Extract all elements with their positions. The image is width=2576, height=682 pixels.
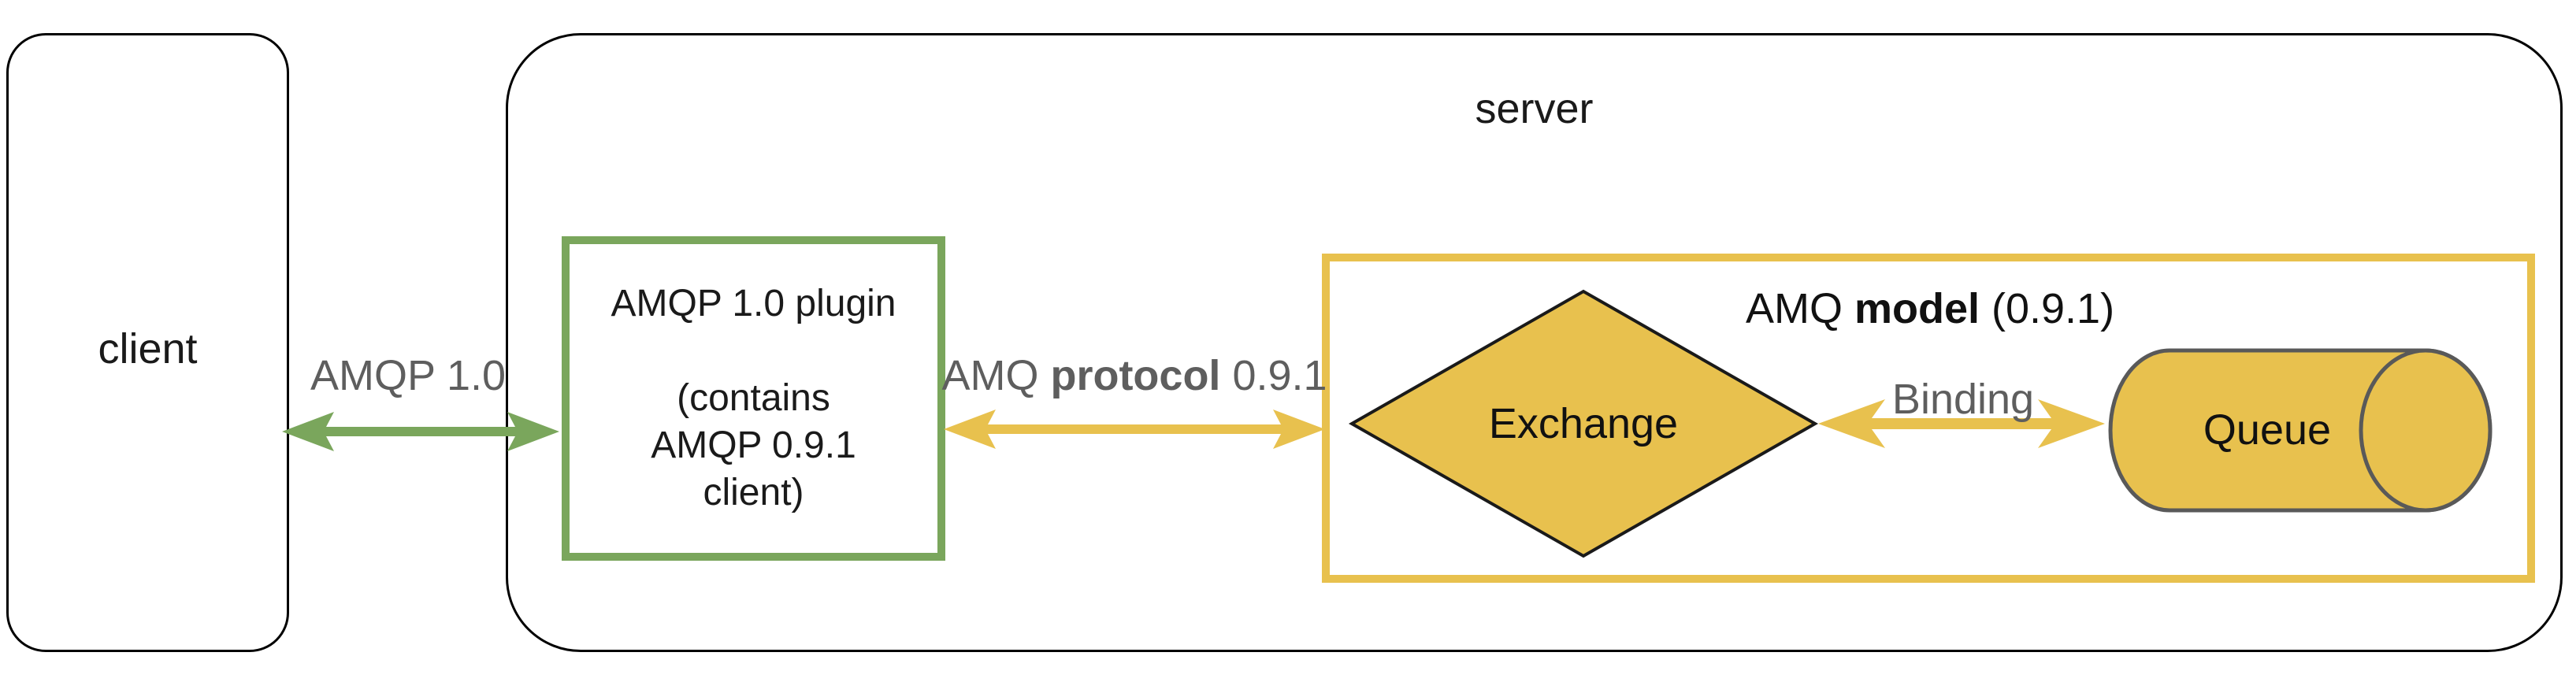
plugin-title: AMQP 1.0 plugin: [611, 283, 896, 324]
plugin-box: AMQP 1.0 plugin (contains AMQP 0.9.1 cli…: [562, 236, 945, 561]
protocol-label-prefix: AMQ: [941, 352, 1051, 399]
exchange-label: Exchange: [1488, 400, 1679, 447]
plugin-subtitle: (contains AMQP 0.9.1 client): [651, 377, 856, 513]
exchange-diamond: [1348, 289, 1819, 558]
queue-cylinder-face: [2359, 348, 2492, 513]
model-label-suffix: (0.9.1): [1979, 285, 2115, 332]
server-box: [506, 33, 2563, 652]
model-label: AMQ model (0.9.1): [1746, 287, 2114, 331]
amqp10-link-label: AMQP 1.0: [310, 352, 507, 399]
server-label: server: [1475, 85, 1594, 132]
queue-label: Queue: [2203, 406, 2332, 454]
model-box: [1322, 254, 2535, 583]
protocol-link-label: AMQ protocol 0.9.1: [941, 354, 1327, 398]
model-label-bold: model: [1854, 285, 1980, 332]
protocol-label-suffix: 0.9.1: [1220, 352, 1327, 399]
amqp10-arrow: [282, 412, 559, 451]
model-label-prefix: AMQ: [1745, 285, 1854, 332]
binding-arrow: [1818, 399, 2105, 448]
client-box: client: [6, 33, 289, 652]
client-label: client: [98, 325, 198, 373]
binding-link-label: Binding: [1891, 376, 2035, 423]
protocol-label-bold: protocol: [1050, 352, 1221, 399]
protocol-arrow: [944, 410, 1325, 449]
